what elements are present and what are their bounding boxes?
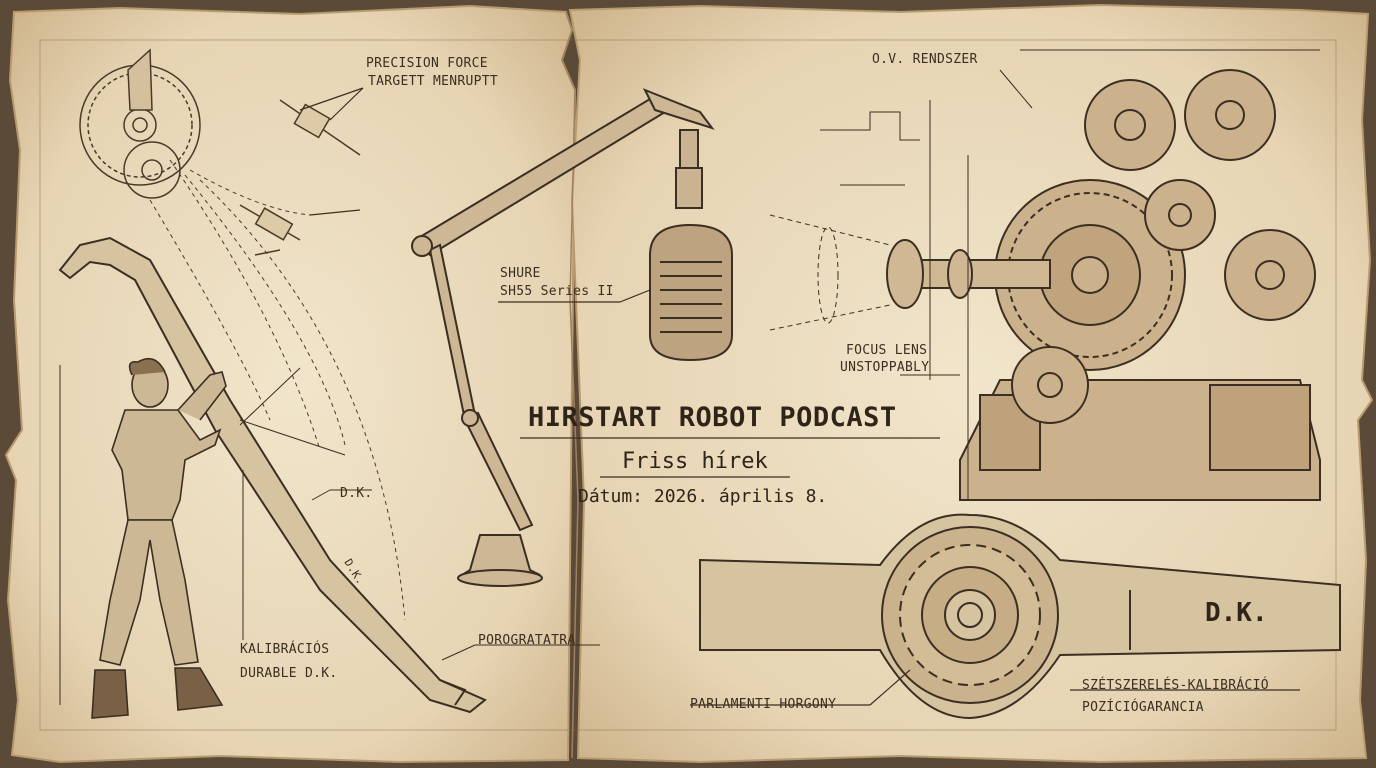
microphone [649,129,733,362]
calibration-label-line2: DURABLE D.K. [240,666,338,681]
microphone-boom-arm [411,88,715,587]
worker-figure [91,357,227,719]
precision-label-line1: PRECISION FORCE [366,56,488,71]
porogratatra-label: POROGRATATRA [478,633,576,648]
wrench [699,513,1341,720]
mic-label-line2: SH55 Series II [500,284,614,299]
podcast-title: HIRSTART ROBOT PODCAST [528,402,897,433]
dk-wrench-engraving: D.K. [1205,598,1268,628]
precision-label-line2: TARGETT MENRUPTT [368,74,499,89]
targeting-tool-sketch [239,99,361,256]
dk-pointer-label: D.K. [340,486,373,501]
focus-lens [886,239,1051,309]
ov-system-label: O.V. RENDSZER [872,52,978,67]
gear-assembly-topleft [79,48,201,199]
disassembly-label-line2: POZÍCIÓGARANCIA [1082,700,1204,715]
crowbar [58,236,487,714]
focus-lens-label-line1: FOCUS LENS [846,343,928,358]
calibration-label-line1: KALIBRÁCIÓS [240,642,330,657]
paper-left-sheet [4,4,577,764]
disassembly-label-line1: SZÉTSZERELÉS-KALIBRÁCIÓ [1082,678,1269,693]
parlamenti-horgony-label: PARLAMENTI HORGONY [690,697,837,712]
podcast-date: Dátum: 2026. április 8. [578,486,828,507]
gear-machine [959,69,1321,501]
mic-label-line1: SHURE [500,266,541,281]
podcast-subtitle: Friss hírek [622,449,768,474]
focus-lens-label-line2: UNSTOPPABLY [840,360,930,375]
